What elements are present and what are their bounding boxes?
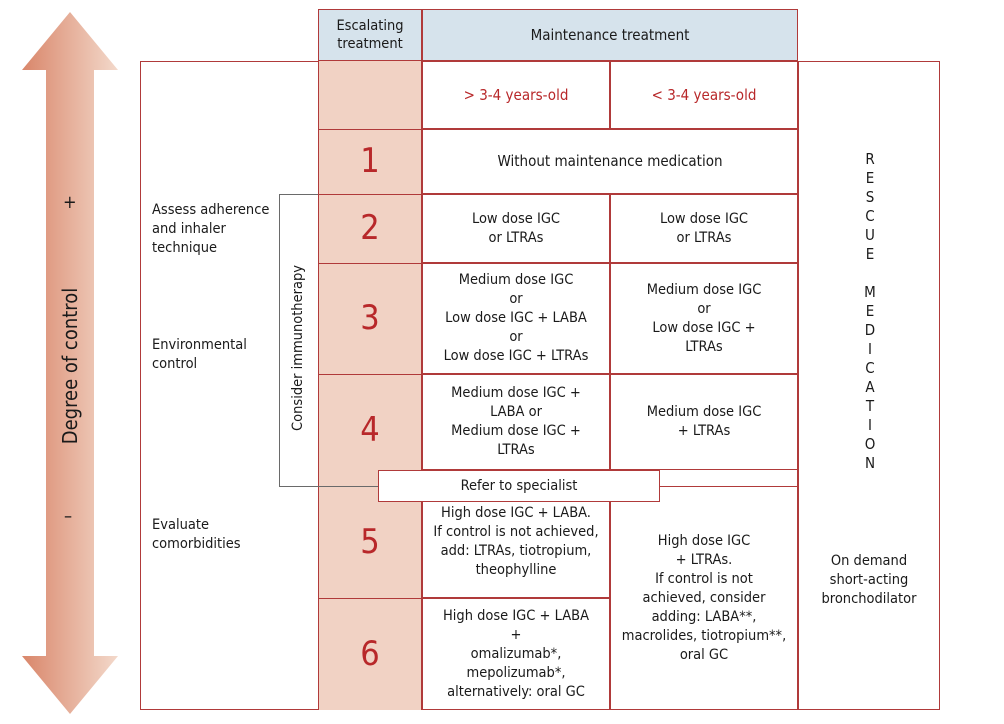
step4-younger-treatment: Medium dose IGC + LTRAs — [610, 374, 798, 470]
step-number-1: 1 — [360, 141, 380, 181]
medication-letter: M — [864, 283, 876, 301]
step-number-5: 5 — [360, 521, 380, 562]
medication-letter: O — [864, 435, 876, 453]
medication-letter: C — [865, 359, 875, 377]
rescue-vertical-text: R E S C U E M E D I C A T I O N — [858, 150, 882, 473]
rescue-letter: E — [865, 169, 875, 187]
note-adherence: Assess adherence and inhaler technique — [152, 202, 270, 256]
step-number-6: 6 — [360, 633, 380, 674]
step3-older-treatment: Medium dose IGC or Low dose IGC + LABA o… — [422, 263, 610, 374]
step5-6-younger-treatment: High dose IGC + LTRAs. If control is not… — [610, 486, 798, 710]
medication-letter: D — [864, 321, 876, 339]
rescue-letter: R — [865, 150, 875, 168]
step2-younger-treatment: Low dose IGC or LTRAs — [610, 194, 798, 263]
medication-letter: I — [868, 340, 872, 358]
step-number-2: 2 — [360, 208, 380, 248]
step2-older-treatment: Low dose IGC or LTRAs — [422, 194, 610, 263]
rescue-letter: C — [865, 207, 875, 225]
rescue-column-divider — [798, 61, 799, 710]
step1-treatment: Without maintenance medication — [422, 129, 798, 194]
on-demand-bronchodilator: On demand short-acting bronchodilator — [821, 552, 917, 607]
note-environmental-control: Environmental control — [152, 337, 247, 372]
rescue-letter: E — [865, 245, 875, 263]
step5-older-treatment: High dose IGC + LABA. If control is not … — [422, 486, 610, 598]
medication-letter: A — [865, 378, 875, 396]
immunotherapy-label: Consider immunotherapy — [290, 265, 306, 431]
escalating-column — [318, 61, 422, 710]
step-number-4: 4 — [360, 409, 380, 450]
step6-older-treatment: High dose IGC + LABA + omalizumab*, mepo… — [422, 598, 610, 710]
step4-older-treatment: Medium dose IGC + LABA or Medium dose IG… — [422, 374, 610, 470]
escalating-header: Escalating treatment — [318, 9, 422, 61]
step-divider — [318, 598, 422, 599]
refer-to-specialist-box: Refer to specialist — [378, 470, 660, 502]
step-divider — [318, 129, 422, 130]
medication-letter: N — [864, 454, 876, 472]
axis-minus-sign: – — [64, 506, 73, 527]
step-divider — [318, 263, 422, 264]
medication-letter: I — [868, 416, 872, 434]
degree-of-control-arrow — [22, 12, 118, 714]
step-divider — [318, 194, 422, 195]
medication-letter: E — [865, 302, 875, 320]
axis-label: Degree of control — [58, 287, 82, 445]
rescue-letter: U — [865, 226, 875, 244]
maintenance-header: Maintenance treatment — [422, 9, 798, 61]
note-comorbidities: Evaluate comorbidities — [152, 517, 241, 552]
immunotherapy-bottom-line — [279, 486, 379, 487]
step-divider — [318, 374, 422, 375]
step-number-3: 3 — [360, 298, 380, 338]
age-older-header: > 3-4 years-old — [422, 61, 610, 129]
rescue-letter: S — [865, 188, 875, 206]
step3-younger-treatment: Medium dose IGC or Low dose IGC + LTRAs — [610, 263, 798, 374]
rescue-spacer — [858, 264, 882, 283]
axis-plus-sign: + — [63, 192, 77, 213]
age-younger-header: < 3-4 years-old — [610, 61, 798, 129]
medication-letter: T — [865, 397, 875, 415]
